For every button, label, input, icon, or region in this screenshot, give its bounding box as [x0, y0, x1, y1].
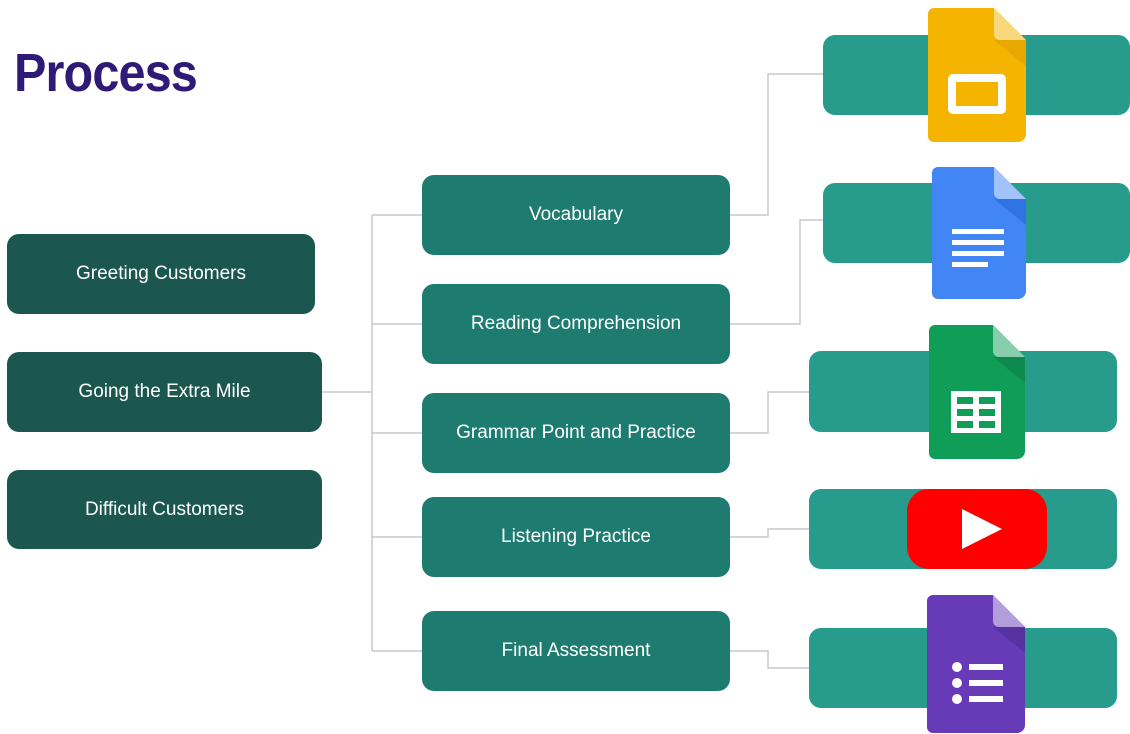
- page-title: Process: [14, 43, 198, 103]
- topic-label: Difficult Customers: [84, 498, 245, 520]
- step-grammar-point-and-practice: Grammar Point and Practice: [422, 393, 730, 473]
- step-label: Vocabulary: [528, 204, 623, 225]
- topic-going-the-extra-mile: Going the Extra Mile: [7, 352, 322, 432]
- connector-final-to-forms: [730, 650, 809, 669]
- youtube-icon: [907, 489, 1047, 569]
- google-sheets-icon: [929, 325, 1025, 459]
- step-listening-practice: Listening Practice: [422, 497, 730, 577]
- topic-label: Greeting Customers: [75, 263, 246, 284]
- topic-label: Going the Extra Mile: [78, 381, 251, 402]
- google-docs-icon: [932, 167, 1026, 299]
- topic-greeting-customers: Greeting Customers: [7, 234, 315, 314]
- step-final-assessment: Final Assessment: [422, 611, 730, 691]
- connector-listening-to-youtube: [730, 528, 809, 538]
- google-slides-icon: [928, 8, 1026, 142]
- connector-vocabulary-to-slides: [730, 73, 823, 216]
- connector-reading-to-docs: [730, 219, 823, 325]
- step-label: Listening Practice: [501, 526, 651, 547]
- google-forms-icon: [927, 595, 1025, 733]
- step-label: Final Assessment: [501, 640, 651, 661]
- topic-difficult-customers: Difficult Customers: [7, 470, 322, 549]
- step-reading-comprehension: Reading Comprehension: [422, 284, 730, 364]
- connector-grammar-to-sheets: [730, 391, 809, 434]
- step-label: Reading Comprehension: [470, 313, 682, 334]
- step-label: Grammar Point and Practice: [456, 422, 696, 443]
- step-vocabulary: Vocabulary: [422, 175, 730, 255]
